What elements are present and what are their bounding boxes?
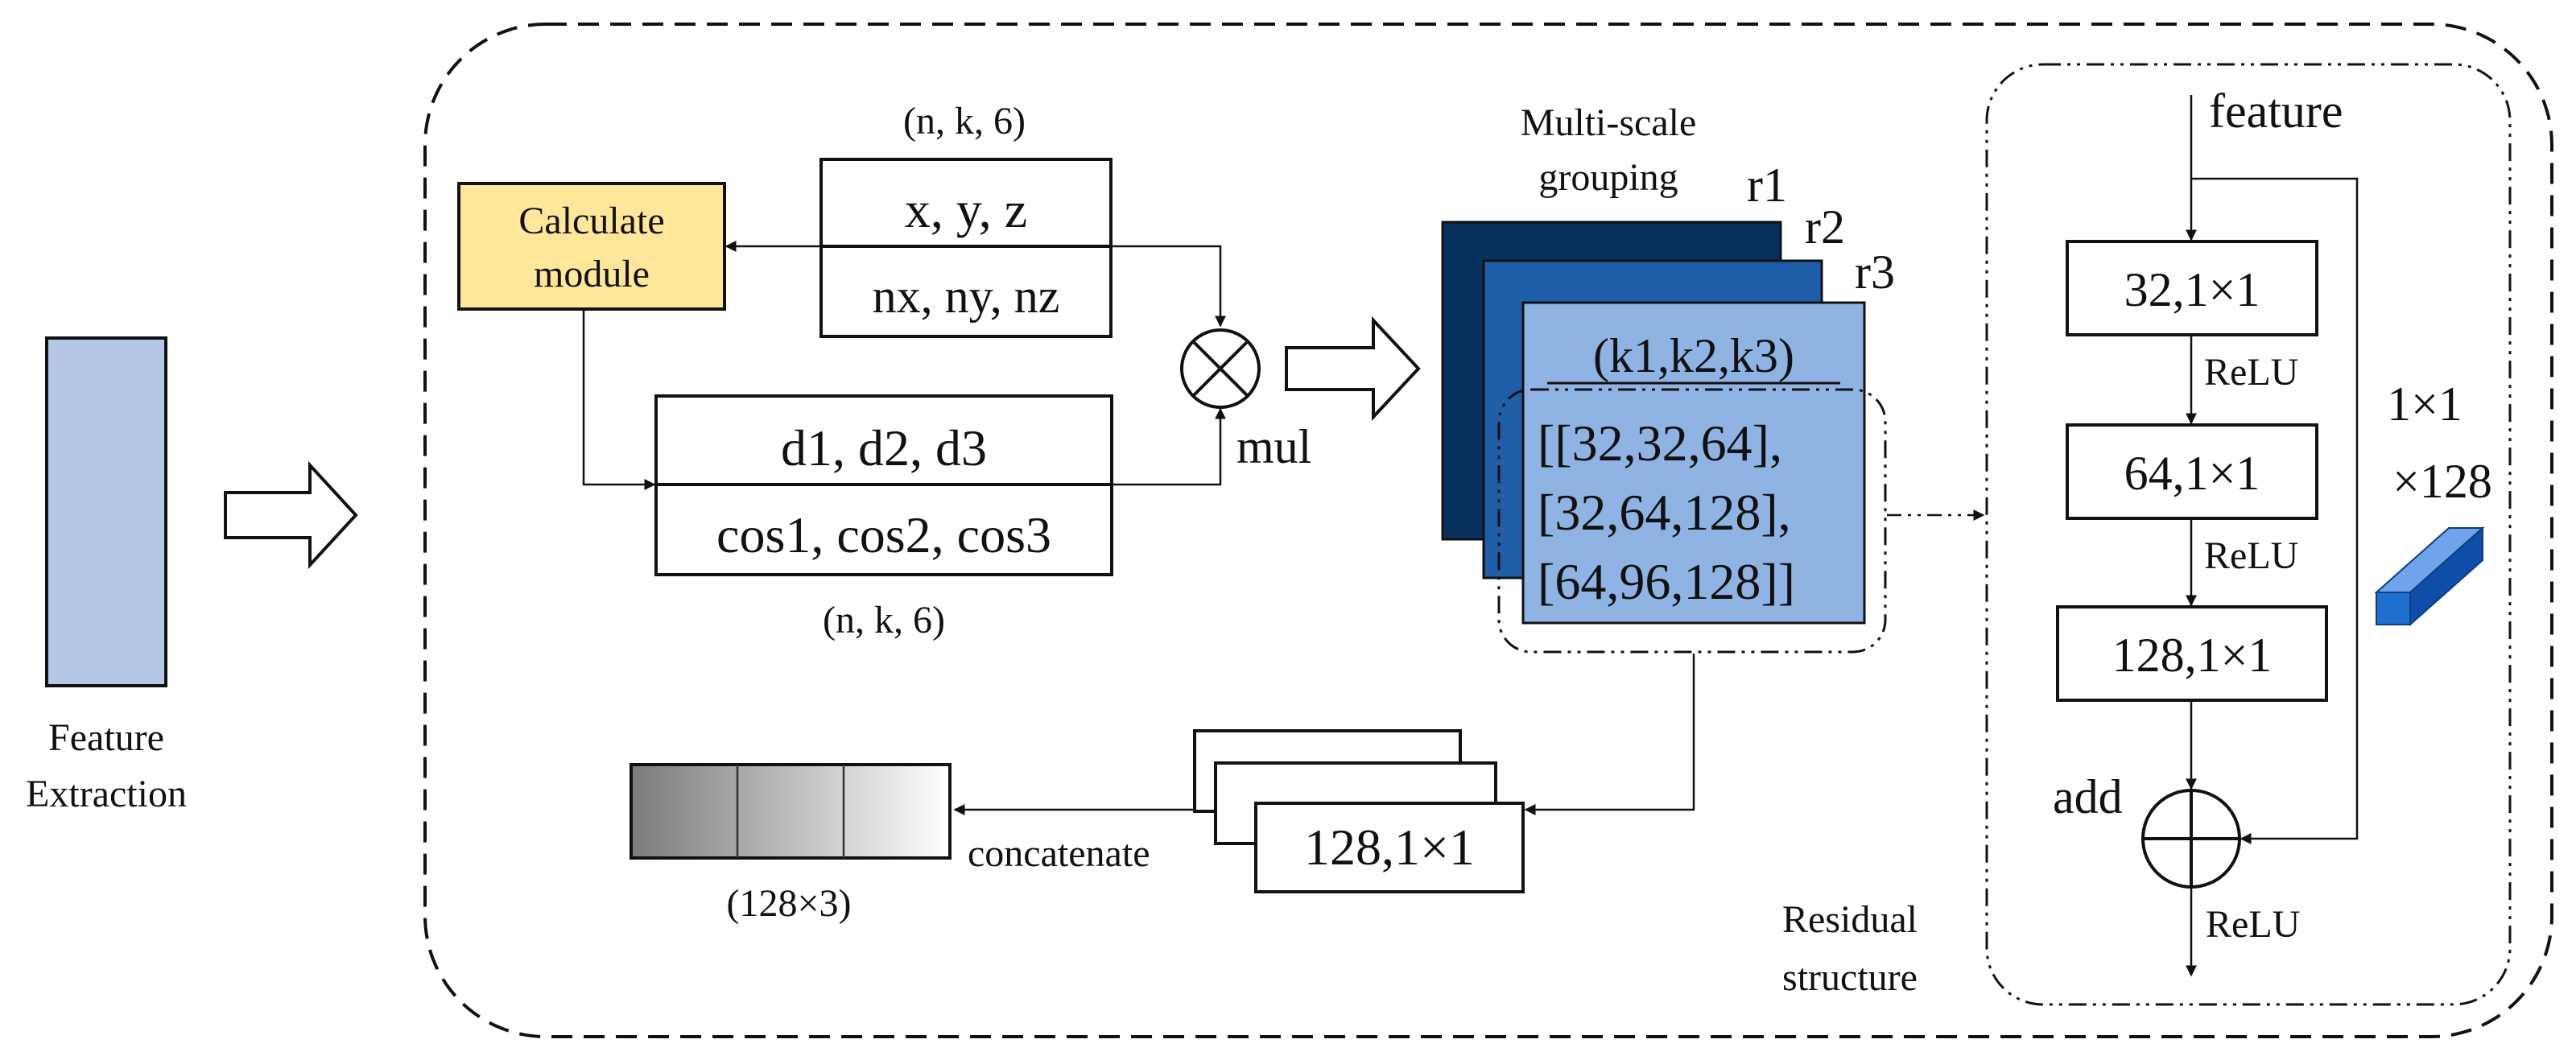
- grouping-header: (k1,k2,k3): [1593, 329, 1794, 382]
- calculate-to-dcos-arrow: [582, 309, 656, 490]
- concatenate-label: concatenate: [968, 832, 1150, 875]
- grouping-scales: r1 r2 r3: [1441, 159, 1895, 625]
- flow-arrow-into-module: [224, 460, 358, 570]
- relu-label-1: ReLU: [2204, 351, 2298, 394]
- concat-size-label: (128×3): [726, 882, 851, 925]
- conv-kernel-cuboid-icon: [2374, 526, 2485, 627]
- residual-caption-line1: Residual: [1782, 898, 1918, 941]
- xyz-to-mul-arrow: [1111, 245, 1226, 328]
- scale-label-r2: r2: [1805, 200, 1845, 254]
- residual-caption-line2: structure: [1782, 956, 1918, 999]
- residual-layer-1-label: 32,1×1: [2124, 263, 2260, 316]
- flow-arrow-into-grouping: [1285, 316, 1421, 422]
- grouping-row-1: [[32,32,64],: [1538, 415, 1782, 472]
- residual-dashdot-frame: [1985, 63, 2512, 1006]
- grouping-row-3: [64,96,128]]: [1538, 553, 1795, 610]
- add-operator: [2141, 789, 2241, 889]
- relu-label-2: ReLU: [2204, 534, 2298, 577]
- normal-row: nx, ny, nz: [873, 270, 1060, 323]
- add-label: add: [2053, 770, 2123, 823]
- multiply-operator: [1180, 328, 1261, 409]
- feature-bar: [45, 336, 167, 687]
- xyz-dims-label: (n, k, 6): [903, 100, 1026, 142]
- scale-layer-r3: [1521, 301, 1866, 625]
- distance-cosine-block: d1, d2, d3 cos1, cos2, cos3 (n, k, 6): [654, 394, 1113, 641]
- residual-layer-2-label: 64,1×1: [2124, 447, 2260, 500]
- conv-128-label: ×128: [2392, 455, 2492, 508]
- output-conv-label: 128,1×1: [1304, 819, 1475, 876]
- residual-layer-2: 64,1×1: [2066, 423, 2318, 520]
- grouping-title-line2: grouping: [1538, 156, 1678, 199]
- distance-row: d1, d2, d3: [781, 419, 987, 476]
- feature-extraction-block: Feature Extraction: [26, 336, 187, 815]
- dcos-dims-label: (n, k, 6): [823, 599, 945, 641]
- grouping-to-conv-arrow: [1524, 654, 1695, 815]
- calculate-module-line2: module: [534, 253, 650, 295]
- feature-extraction-line2: Extraction: [26, 773, 187, 815]
- cosine-row: cos1, cos2, cos3: [716, 506, 1051, 563]
- residual-layer-3-label: 128,1×1: [2112, 629, 2273, 682]
- calculate-module: Calculate module: [457, 182, 726, 311]
- residual-layer-3: 128,1×1: [2056, 605, 2328, 702]
- conv-1x1-label: 1×1: [2387, 377, 2462, 431]
- grouping-title-line1: Multi-scale: [1521, 101, 1697, 144]
- concatenated-feature: [630, 763, 952, 860]
- residual-feature-label: feature: [2209, 85, 2343, 138]
- scale-label-r1: r1: [1747, 159, 1787, 212]
- scale-label-r3: r3: [1855, 245, 1895, 299]
- mlp-params-dashdot-frame: [1497, 388, 1887, 654]
- residual-layer-1: 32,1×1: [2066, 240, 2318, 336]
- mul-label: mul: [1236, 420, 1311, 473]
- relu-label-3: ReLU: [2206, 903, 2300, 946]
- module-dashed-frame: [423, 23, 2553, 1038]
- dcos-to-mul-arrow: [1112, 407, 1226, 486]
- feature-extraction-line1: Feature: [48, 716, 164, 759]
- calculate-module-line1: Calculate: [518, 200, 664, 242]
- skip-connection: [2191, 177, 2359, 844]
- xyz-normal-block: (n, k, 6) x, y, z nx, ny, nz: [819, 100, 1113, 338]
- grouping-row-2: [32,64,128],: [1538, 484, 1791, 541]
- output-conv-stack: 128,1×1: [1193, 729, 1525, 893]
- xyz-row: x, y, z: [905, 181, 1027, 238]
